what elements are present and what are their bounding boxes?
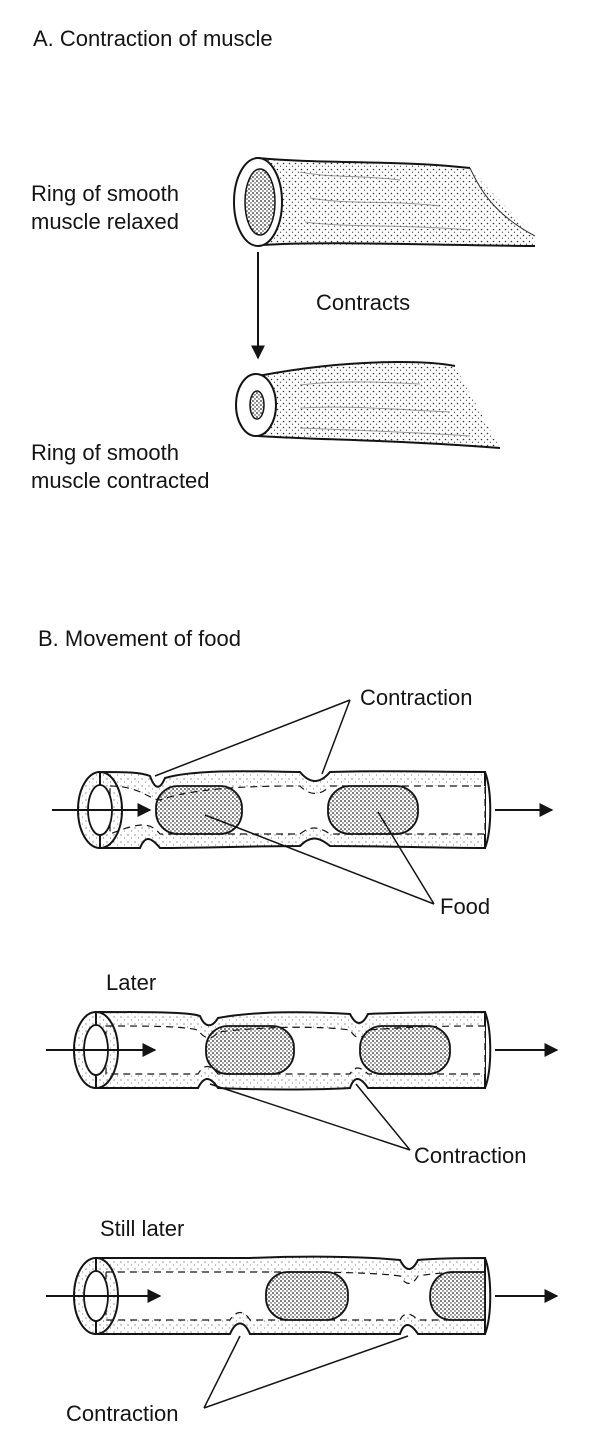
intestine-tube-2	[73, 1010, 492, 1091]
food-leader-lines	[204, 811, 435, 905]
food-bolus	[327, 785, 419, 835]
intestine-tube-3	[73, 1255, 492, 1336]
contraction-leader-lines	[154, 699, 351, 777]
food-label: Food	[440, 894, 490, 919]
food-bolus	[265, 1271, 349, 1321]
food-bolus	[359, 1025, 451, 1075]
food-bolus	[155, 785, 243, 835]
contracted-muscle-tube	[235, 360, 501, 449]
contracts-label: Contracts	[316, 290, 410, 315]
contraction-leader-lines	[203, 1335, 409, 1409]
contraction-leader-lines	[209, 1083, 411, 1151]
panel3-contraction-label: Contraction	[66, 1401, 179, 1426]
relaxed-label: Ring of smooth	[31, 181, 179, 206]
section-a-title: A. Contraction of muscle	[33, 26, 273, 51]
later-label: Later	[106, 970, 156, 995]
food-bolus	[429, 1271, 486, 1321]
food-bolus	[205, 1025, 295, 1075]
panel2-contraction-label: Contraction	[414, 1143, 527, 1168]
relaxed-muscle-tube	[233, 157, 536, 247]
relaxed-label-line2: muscle relaxed	[31, 209, 179, 234]
panel1-contraction-label: Contraction	[360, 685, 473, 710]
contracted-label-line2: muscle contracted	[31, 468, 210, 493]
contracted-label: Ring of smooth	[31, 440, 179, 465]
still-later-label: Still later	[100, 1216, 184, 1241]
section-b-title: B. Movement of food	[38, 626, 241, 651]
